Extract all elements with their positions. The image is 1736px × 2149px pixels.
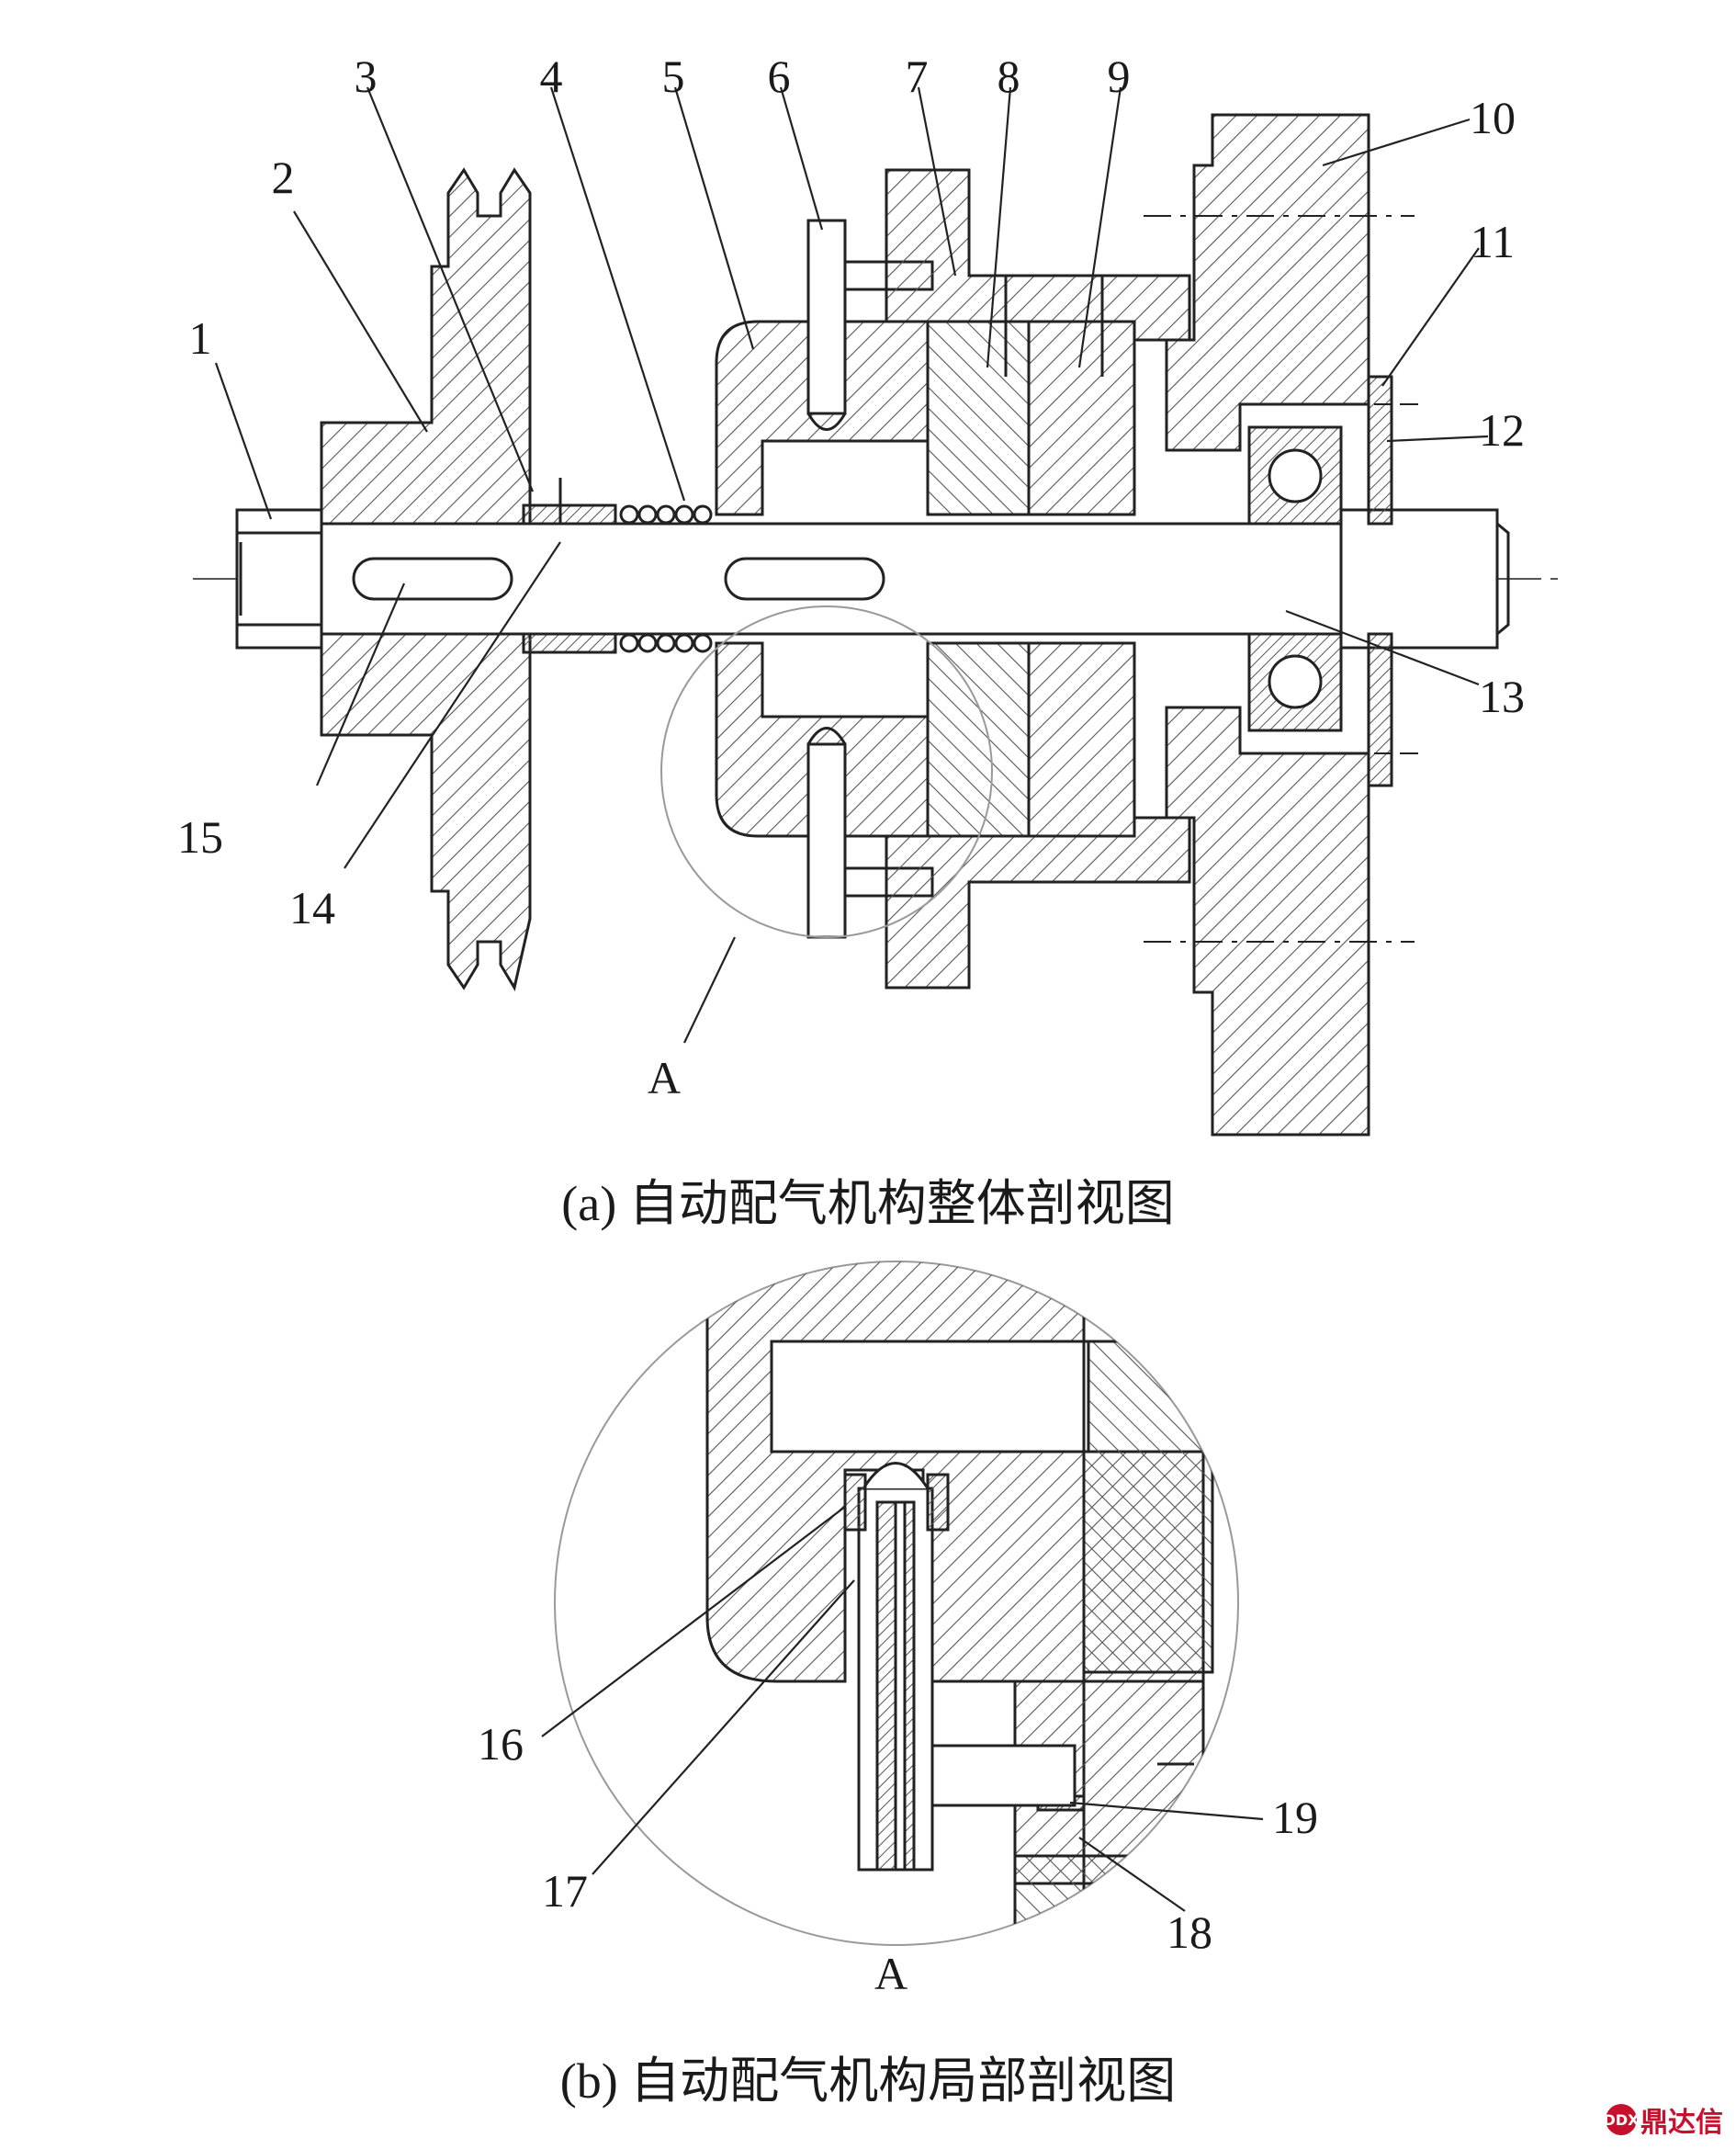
callout-13: 13 [1479,671,1525,722]
housing-part-10 [1144,113,1415,1137]
detail-marker-b: A [874,1948,907,1999]
callout-16: 16 [478,1718,524,1770]
callout-11: 11 [1471,216,1515,267]
ring-part-8 [926,320,1031,838]
callout-19: 19 [1272,1792,1318,1843]
watermark-logo-icon: DDX [1604,2104,1639,2135]
callout-1: 1 [189,312,212,364]
callout-15: 15 [177,811,223,863]
detail-marker-a: A [648,1052,681,1103]
caption-a: (a) 自动配气机构整体剖视图 [561,1176,1175,1231]
section-view-b [541,1261,1264,1946]
watermark-text: 鼎达信 [1640,2107,1723,2139]
callout-3: 3 [355,51,378,102]
callout-8: 8 [998,51,1020,102]
callout-5: 5 [662,51,685,102]
callout-14: 14 [289,882,335,933]
callout-labels-a: 1 2 3 4 5 6 7 8 9 10 11 12 13 14 15 A [177,51,1525,1103]
callout-2: 2 [272,152,295,203]
callout-10: 10 [1470,92,1516,143]
nut-part-1 [235,508,323,650]
section-view-a [193,86,1561,1137]
callout-4: 4 [540,51,563,102]
main-shaft-part-13 [320,508,1510,650]
callout-17: 17 [542,1865,588,1917]
callout-7: 7 [906,51,929,102]
watermark: DDX 鼎达信 [1604,2099,1723,2140]
callout-labels-b: 16 17 18 19 A [478,1718,1318,1999]
callout-9: 9 [1108,51,1131,102]
sleeve-part-3 [522,478,617,654]
bearing-part-12 [1247,425,1343,732]
spring-part-4 [619,504,713,653]
callout-18: 18 [1167,1906,1212,1958]
callout-6: 6 [768,51,791,102]
caption-b: (b) 自动配气机构局部剖视图 [559,2053,1177,2109]
callout-12: 12 [1479,404,1525,456]
end-cap-part-11 [1323,375,1419,787]
